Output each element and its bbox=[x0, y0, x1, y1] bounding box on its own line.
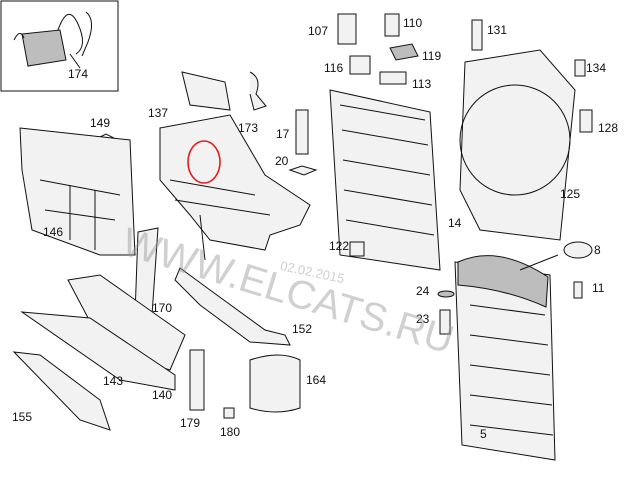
part-140-deflector bbox=[20, 311, 176, 391]
part-134 bbox=[574, 59, 586, 77]
part-24-washer bbox=[437, 290, 455, 298]
part-125-fan-shroud bbox=[459, 49, 576, 241]
part-110 bbox=[384, 13, 400, 37]
label-174: 174 bbox=[68, 67, 89, 81]
part-17-mount bbox=[295, 109, 309, 155]
part-173-bracket bbox=[181, 71, 267, 111]
label-23: 23 bbox=[416, 312, 430, 326]
label-137: 137 bbox=[148, 106, 169, 120]
label-116: 116 bbox=[324, 61, 344, 75]
label-131: 131 bbox=[487, 23, 508, 37]
label-119: 119 bbox=[422, 49, 442, 63]
label-143: 143 bbox=[103, 374, 124, 388]
highlight-circle bbox=[187, 140, 221, 184]
part-131 bbox=[471, 19, 483, 51]
label-149: 149 bbox=[90, 116, 111, 130]
label-8: 8 bbox=[594, 243, 601, 257]
label-155: 155 bbox=[12, 410, 33, 424]
label-170: 170 bbox=[152, 301, 173, 315]
label-107: 107 bbox=[308, 24, 329, 38]
label-146: 146 bbox=[43, 225, 64, 239]
label-11: 11 bbox=[592, 281, 605, 295]
part-180-plug bbox=[223, 407, 235, 419]
part-164-hose bbox=[249, 354, 301, 413]
label-110: 110 bbox=[403, 16, 423, 30]
part-137-air-duct bbox=[159, 114, 311, 251]
label-173: 173 bbox=[238, 121, 259, 135]
label-164: 164 bbox=[306, 373, 327, 387]
label-128: 128 bbox=[598, 121, 619, 135]
label-5: 5 bbox=[480, 427, 487, 441]
label-134: 134 bbox=[586, 61, 607, 75]
part-155-panel bbox=[12, 351, 111, 431]
label-17: 17 bbox=[276, 127, 290, 141]
label-180: 180 bbox=[220, 425, 241, 439]
part-107 bbox=[337, 13, 357, 45]
part-146-frame bbox=[19, 127, 136, 256]
label-20: 20 bbox=[275, 154, 289, 168]
part-179-guide bbox=[189, 349, 205, 411]
part-174-clip bbox=[13, 11, 92, 69]
label-179: 179 bbox=[180, 416, 201, 430]
part-11-sensor bbox=[573, 281, 583, 299]
part-113 bbox=[379, 71, 407, 85]
part-116 bbox=[349, 55, 371, 75]
part-152-bracket bbox=[174, 267, 291, 346]
part-122-clip bbox=[349, 241, 365, 257]
part-23-drain bbox=[439, 309, 451, 335]
part-8-cap bbox=[563, 241, 593, 259]
part-119 bbox=[389, 43, 419, 61]
part-20-pad bbox=[288, 165, 318, 176]
label-125: 125 bbox=[560, 187, 581, 201]
inset-frame bbox=[0, 0, 119, 92]
label-122: 122 bbox=[329, 239, 350, 253]
label-14: 14 bbox=[448, 216, 462, 230]
part-14-condenser bbox=[329, 89, 441, 271]
label-24: 24 bbox=[416, 284, 430, 298]
label-140: 140 bbox=[152, 388, 173, 402]
part-128 bbox=[579, 109, 593, 133]
label-113: 113 bbox=[412, 77, 432, 91]
label-152: 152 bbox=[292, 322, 313, 336]
